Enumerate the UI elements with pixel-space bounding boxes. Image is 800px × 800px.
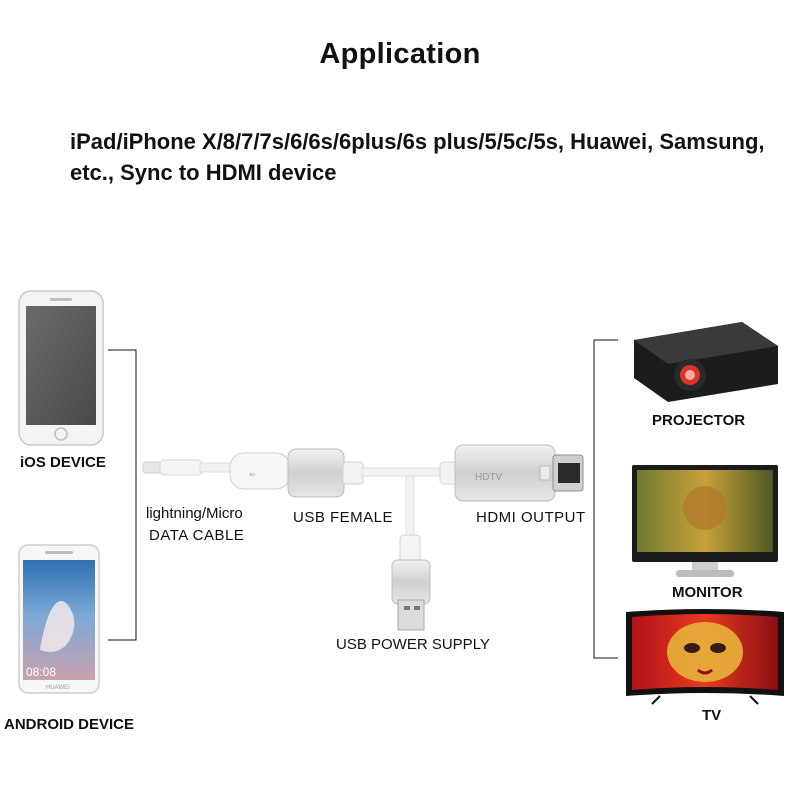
monitor-image xyxy=(632,465,778,577)
projector-image xyxy=(634,322,778,402)
label-usb-power: USB POWER SUPPLY xyxy=(336,636,490,653)
label-hdmi-output: HDMI OUTPUT xyxy=(476,509,586,526)
adapter-text: HDTV xyxy=(475,472,503,483)
tv-image xyxy=(626,609,784,705)
usb-female-connector xyxy=(287,448,364,498)
android-device-image: 08:08 HUAWEI xyxy=(18,544,100,694)
ios-device-image xyxy=(18,290,104,446)
hdmi-adapter: HDTV xyxy=(439,444,584,502)
label-monitor: MONITOR xyxy=(672,584,743,601)
label-projector: PROJECTOR xyxy=(652,412,746,429)
right-bracket xyxy=(593,339,618,659)
label-usb-female: USB FEMALE xyxy=(293,509,394,526)
label-ios-device: iOS DEVICE xyxy=(20,454,106,471)
page-title: Application xyxy=(319,38,481,70)
label-cable-line1: lightning/Micro xyxy=(146,505,243,522)
android-screen-time: 08:08 xyxy=(26,665,56,679)
left-bracket xyxy=(108,349,137,641)
data-cable: ⇐ xyxy=(142,452,291,490)
usb-power-plug xyxy=(391,534,431,631)
svg-text:⇐: ⇐ xyxy=(249,470,256,479)
compatibility-text: iPad/iPhone X/8/7/7s/6/6s/6plus/6s plus/… xyxy=(70,129,765,186)
label-android-device: ANDROID DEVICE xyxy=(4,716,135,733)
label-tv: TV xyxy=(702,707,722,724)
label-cable-line2: DATA CABLE xyxy=(149,527,245,544)
android-brand: HUAWEI xyxy=(46,685,70,691)
